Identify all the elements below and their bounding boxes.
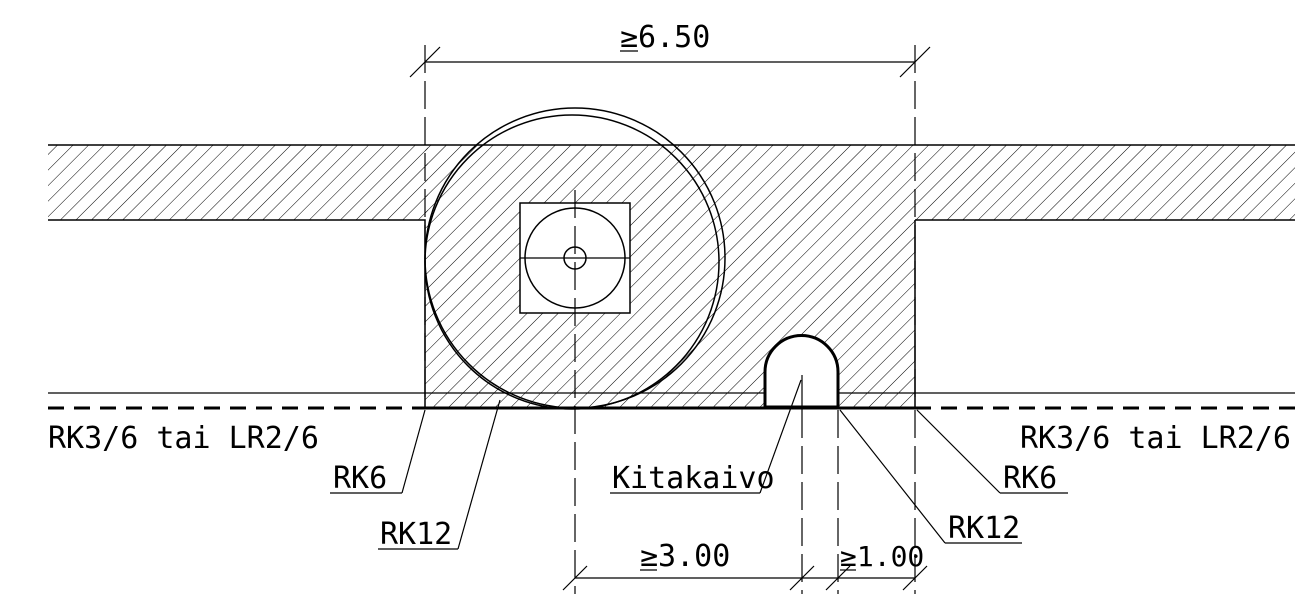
center-lines [424, 45, 916, 594]
leader-right-rk6 [916, 409, 1068, 494]
kitakaivo-label: Kitakaivo [612, 461, 775, 496]
right-rk12-label: RK12 [948, 511, 1020, 546]
left-zone-label: RK3/6 tai LR2/6 [48, 421, 319, 456]
leader-kitakaivo [610, 379, 802, 494]
leader-left-rk12 [378, 399, 501, 550]
leader-left-rk6 [330, 409, 426, 494]
dimension-label-total: ≥6.50 [620, 20, 710, 55]
kitakaivo-well [763, 334, 840, 410]
dimension-label-center-to-well: ≥3.00 [640, 539, 730, 574]
leader-right-rk12 [839, 409, 1022, 544]
square-fitting [519, 202, 631, 314]
left-rk12-label: RK12 [380, 517, 452, 552]
dimension-label-well-clearance: ≥1.00 [840, 540, 924, 573]
dimension-bottom: ≥3.00 ≥1.00 [562, 539, 928, 591]
right-zone-label: RK3/6 tai LR2/6 [1020, 421, 1291, 456]
right-rk6-label: RK6 [1003, 461, 1057, 496]
hatched-road-area [48, 144, 1295, 407]
dimension-total-width: ≥6.50 [409, 20, 931, 78]
left-rk6-label: RK6 [333, 461, 387, 496]
